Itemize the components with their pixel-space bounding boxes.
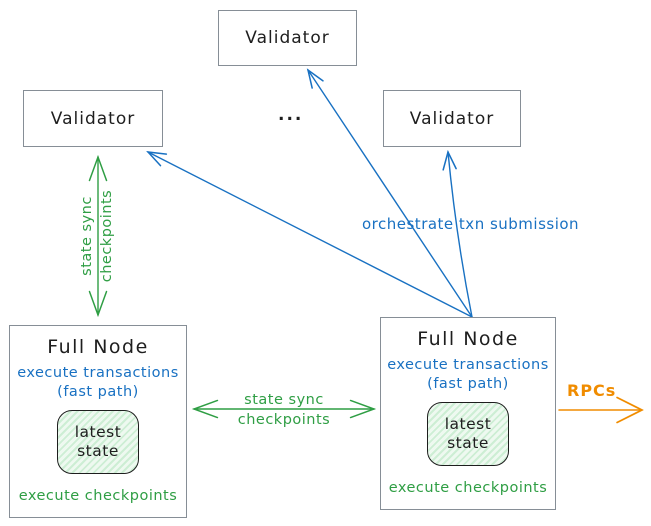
validators-ellipsis: ... (278, 105, 304, 125)
execute-transactions-line: execute transactions (17, 365, 179, 381)
execute-transactions-label: execute transactions (fast path) (17, 364, 179, 402)
latest-state-box: latest state (427, 402, 509, 466)
execute-checkpoints-label: execute checkpoints (388, 480, 548, 496)
latest-state-line: latest (444, 415, 492, 433)
latest-state-line: state (447, 434, 489, 452)
validator-box-left: Validator (23, 90, 163, 147)
rpcs-label: RPCs (567, 381, 617, 400)
state-sync-text: state sync (79, 196, 95, 276)
validator-label: Validator (409, 108, 495, 129)
state-sync-horizontal-label: state sync checkpoints (238, 390, 331, 430)
execute-transactions-line: execute transactions (387, 357, 549, 373)
arrow-txn-to-top-validator (306, 68, 473, 318)
arrow-txn-to-left-validator (146, 151, 473, 318)
validator-label: Validator (245, 28, 330, 48)
validator-box-right: Validator (383, 90, 521, 147)
fast-path-line: (fast path) (427, 376, 509, 392)
latest-state-line: state (77, 442, 119, 460)
arrow-txn-to-right-validator (442, 149, 473, 318)
full-node-title: Full Node (47, 336, 149, 358)
full-node-box-left: Full Node execute transactions (fast pat… (9, 325, 187, 518)
fast-path-line: (fast path) (57, 384, 139, 400)
checkpoints-text: checkpoints (237, 412, 331, 428)
full-node-box-right: Full Node execute transactions (fast pat… (380, 317, 556, 510)
execute-checkpoints-label: execute checkpoints (18, 488, 178, 504)
state-sync-text: state sync (244, 392, 324, 408)
validator-label: Validator (50, 108, 136, 129)
state-sync-vertical-label: state sync checkpoints (77, 156, 117, 316)
execute-transactions-label: execute transactions (fast path) (387, 356, 549, 394)
checkpoints-text: checkpoints (99, 189, 115, 283)
orchestrate-txn-submission-label: orchestrate txn submission (362, 215, 580, 233)
latest-state-box: latest state (57, 410, 139, 474)
full-node-title: Full Node (417, 328, 519, 350)
validator-box-top: Validator (218, 10, 357, 66)
latest-state-line: latest (74, 423, 122, 441)
